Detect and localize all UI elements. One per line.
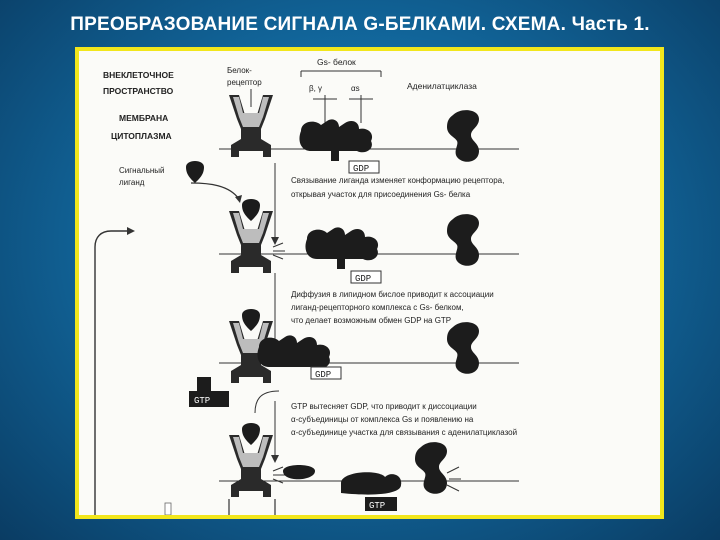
gs-protein-label: Gs- белок bbox=[317, 57, 356, 67]
beta-gamma-subunit bbox=[283, 465, 315, 480]
adenylate-cyclase-3 bbox=[447, 322, 479, 374]
gtp-box-side bbox=[189, 391, 229, 407]
ligand-2 bbox=[242, 199, 260, 221]
gtp-label-side: GTP bbox=[194, 396, 210, 406]
step1-line1: Связывание лиганда изменяет конформацию … bbox=[291, 176, 504, 185]
gtp-label-bottom: GTP bbox=[369, 501, 385, 511]
gdp-box-2 bbox=[350, 270, 382, 284]
activation-marks-cyclase bbox=[446, 466, 461, 492]
alpha-label: αs bbox=[351, 84, 360, 93]
adenylate-cyclase-label: Аденилатциклаза bbox=[407, 81, 477, 91]
gs-protein-1 bbox=[299, 119, 373, 153]
gdp-label-3: GDP bbox=[315, 370, 331, 380]
ligand-label-1: Сигнальный bbox=[119, 166, 165, 175]
gs-protein-2 bbox=[305, 227, 379, 261]
ligand-3 bbox=[242, 309, 260, 331]
legend-membrane: МЕМБРАНА bbox=[119, 113, 168, 123]
step3-line3: α-субъединице участка для связывания с а… bbox=[291, 428, 517, 437]
slide-title: ПРЕОБРАЗОВАНИЕ СИГНАЛА G-БЕЛКАМИ. СХЕМА.… bbox=[70, 14, 650, 35]
gdp-box-1 bbox=[348, 160, 380, 174]
receptor-label-2: рецептор bbox=[227, 78, 262, 87]
return-arrow bbox=[94, 230, 131, 515]
gdp-box-3 bbox=[310, 366, 342, 380]
gtp-box-bottom bbox=[365, 497, 397, 511]
alpha-subunit bbox=[341, 472, 402, 495]
legend-space: ПРОСТРАНСТВО bbox=[103, 86, 174, 96]
adenylate-cyclase-4 bbox=[415, 442, 447, 494]
step2-line1: Диффузия в липидном бислое приводит к ас… bbox=[291, 290, 494, 299]
gs-protein-3 bbox=[257, 335, 331, 369]
beta-gamma-label: β, γ bbox=[309, 84, 322, 93]
gdp-label-2: GDP bbox=[355, 274, 371, 284]
step1-line2: открывая участок для присоединения Gs- б… bbox=[291, 190, 471, 199]
legend-extracellular: ВНЕКЛЕТОЧНОЕ bbox=[103, 70, 174, 80]
adenylate-cyclase-1 bbox=[447, 110, 479, 162]
activation-marks-2 bbox=[272, 242, 285, 260]
diagram-panel: ВНЕКЛЕТОЧНОЕ ПРОСТРАНСТВО МЕМБРАНА ЦИТОП… bbox=[75, 47, 664, 519]
step2-line2: лиганд-рецепторного комплекса с Gs- белк… bbox=[291, 303, 464, 312]
ligand-4 bbox=[242, 423, 260, 445]
activation-marks-4 bbox=[272, 466, 285, 484]
step2-line3: что делает возможным обмен GDP на GTP bbox=[291, 316, 451, 325]
legend-cytoplasm: ЦИТОПЛАЗМА bbox=[111, 131, 172, 141]
ligand-label-2: лиганд bbox=[119, 178, 145, 187]
g-protein-diagram: ВНЕКЛЕТОЧНОЕ ПРОСТРАНСТВО МЕМБРАНА ЦИТОП… bbox=[94, 57, 519, 515]
gdp-label-1: GDP bbox=[353, 164, 369, 174]
step3-line2: α-субъединицы от комплекса Gs и появлени… bbox=[291, 415, 474, 424]
step3-line1: GTP вытесняет GDP, что приводит к диссоц… bbox=[291, 402, 477, 411]
receptor-label-1: Белок- bbox=[227, 66, 252, 75]
adenylate-cyclase-2 bbox=[447, 214, 479, 266]
signal-ligand-icon bbox=[186, 161, 204, 183]
